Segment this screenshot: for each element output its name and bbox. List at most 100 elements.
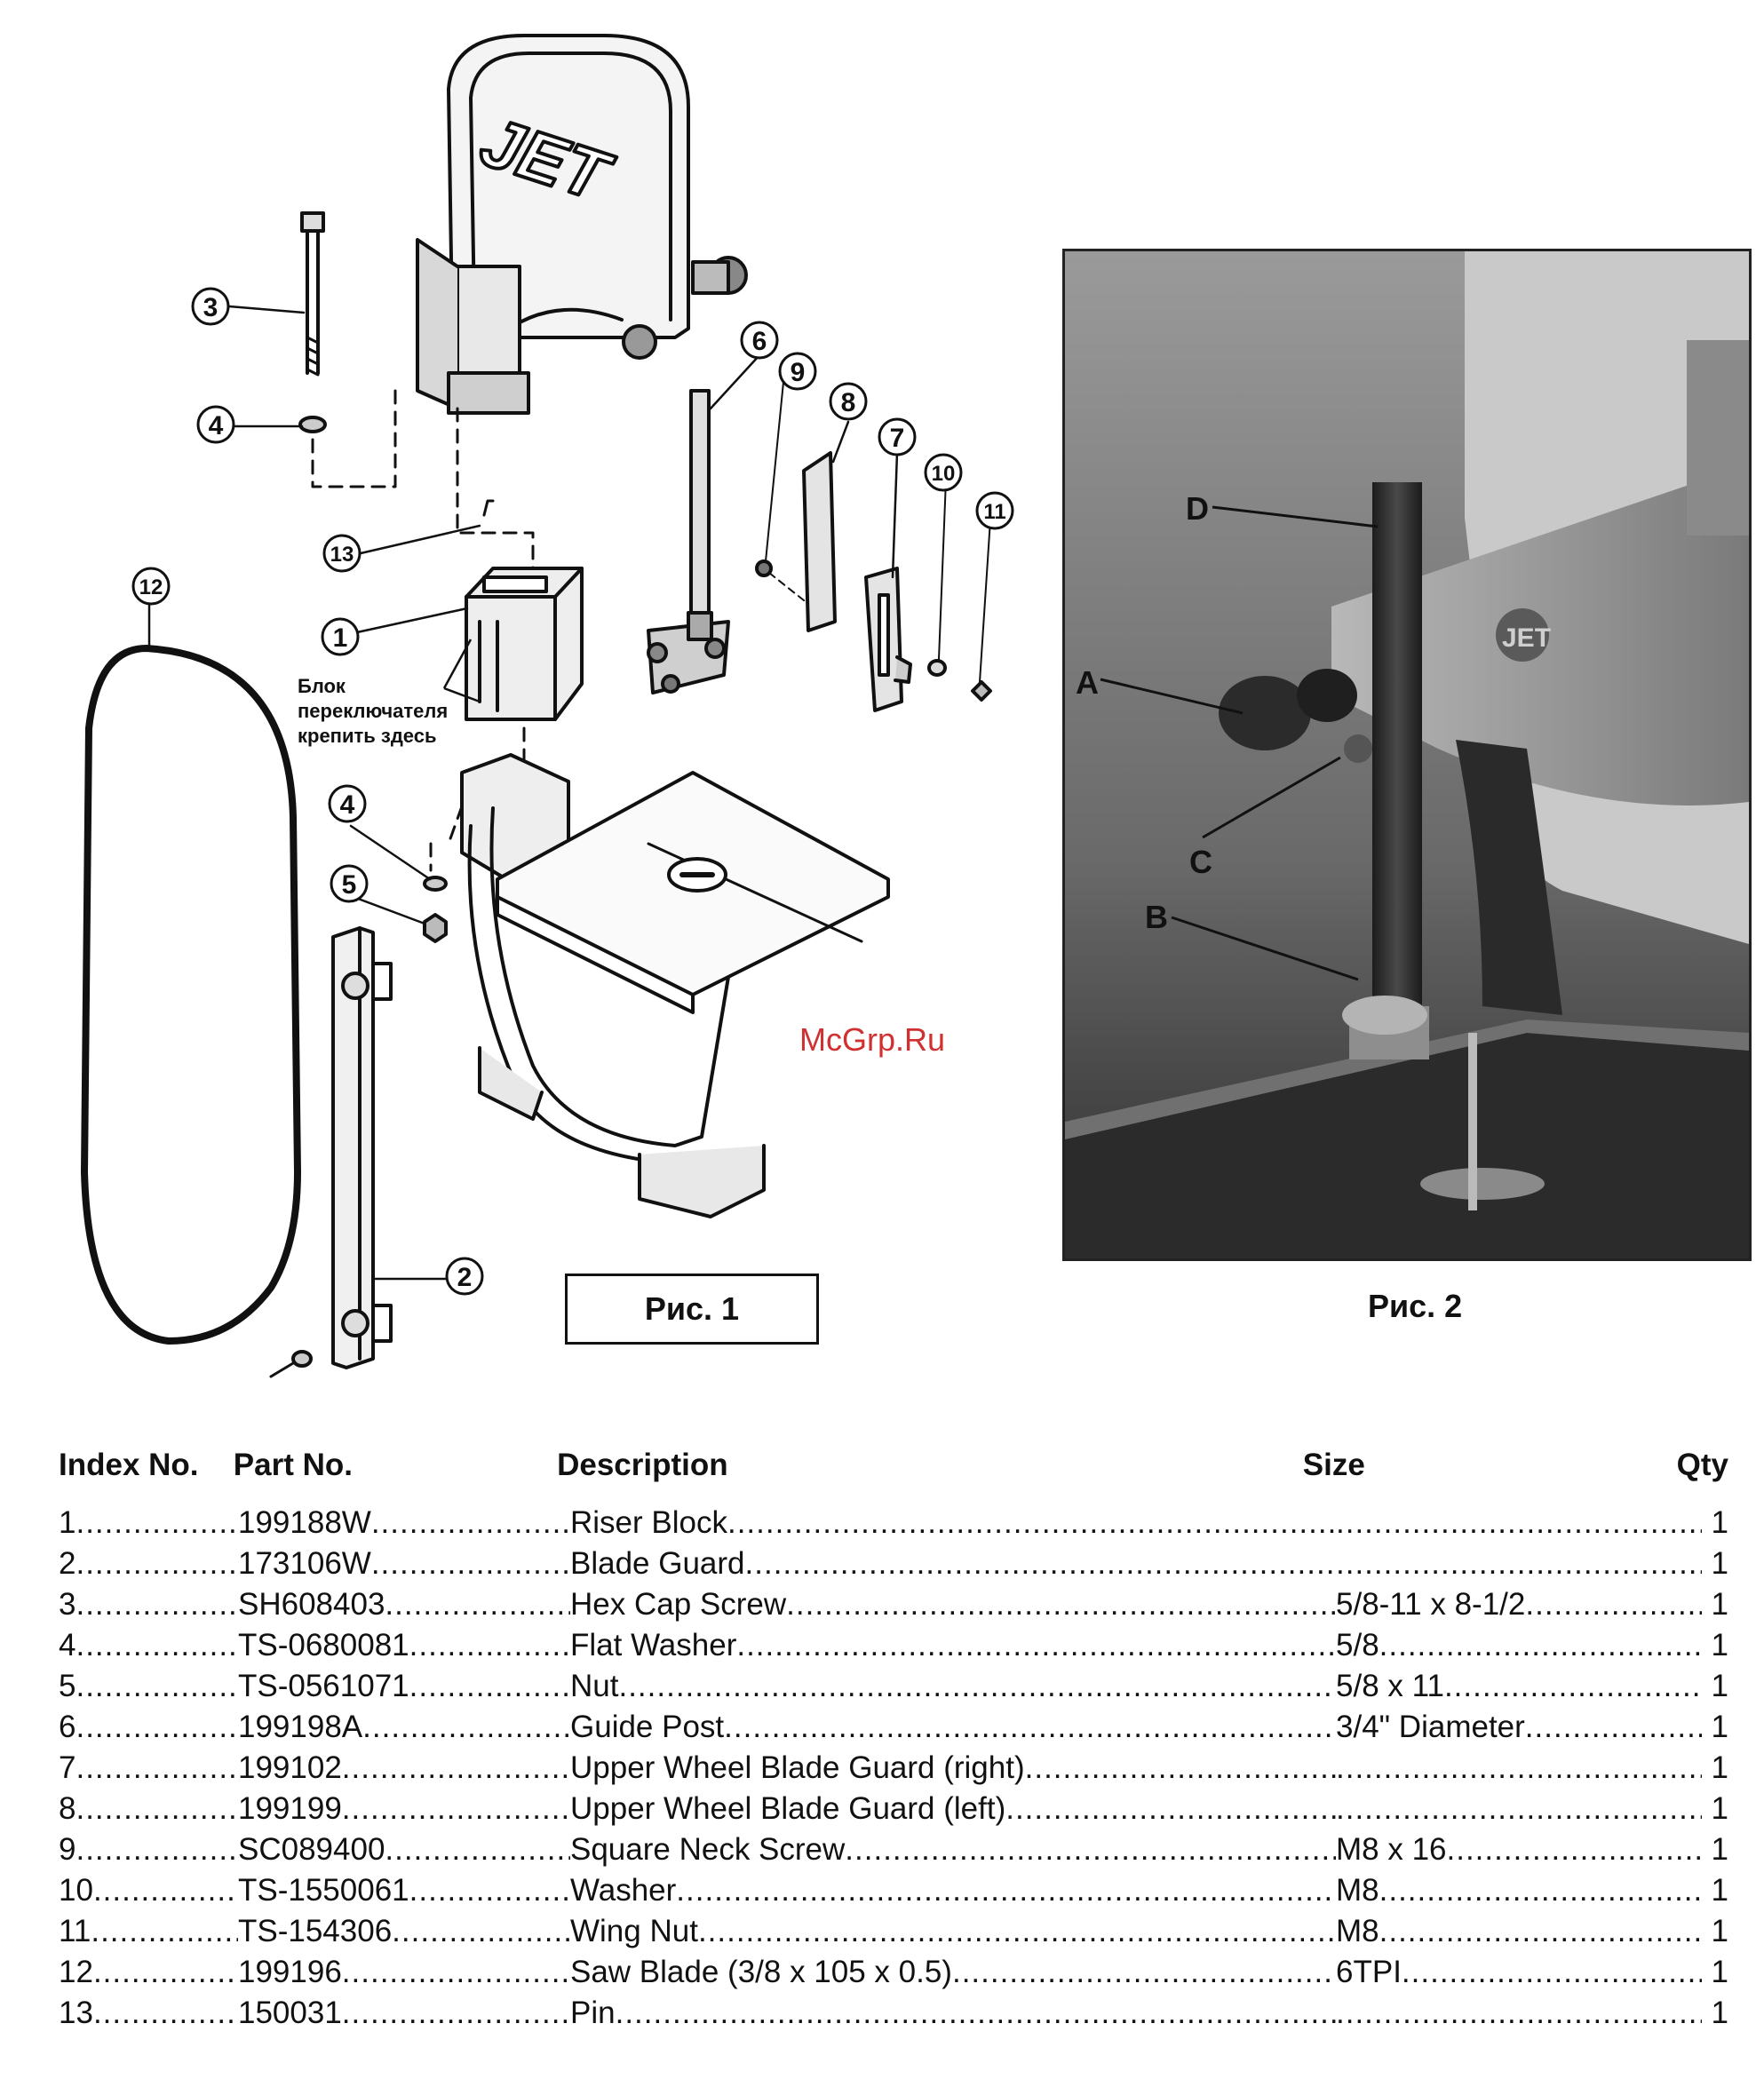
row-part-number: TS-0680081..............................… <box>238 1628 570 1662</box>
callout-label-1: 1 <box>333 623 348 653</box>
saw-table <box>1065 1033 1749 1258</box>
table-row: 7.......................................… <box>59 1748 1728 1789</box>
row-size: M8......................................… <box>1336 1914 1702 1948</box>
row-qty: 1 <box>1711 1587 1728 1622</box>
table-row: 13......................................… <box>59 1993 1728 2034</box>
callout-label-7: 7 <box>890 424 905 453</box>
row-size: ........................................… <box>1336 1505 1702 1540</box>
row-description: Nut.....................................… <box>570 1669 1336 1703</box>
row-qty: 1 <box>1711 1873 1728 1908</box>
row-description: Square Neck Screw.......................… <box>570 1832 1336 1867</box>
callout-3 <box>191 287 230 326</box>
switch-mount-note: Блок переключателя крепить здесь <box>298 675 448 747</box>
row-description: Hex Cap Screw...........................… <box>570 1587 1336 1622</box>
part-4-flat-washer-lower <box>423 876 448 892</box>
row-index: 3.......................................… <box>59 1587 238 1622</box>
row-qty: 1 <box>1711 1669 1728 1703</box>
figure-2-caption: Рис. 2 <box>1368 1288 1463 1324</box>
parts-table-header: Index No. Part No. Description Size Qty <box>59 1439 1728 1492</box>
table-row: 5.......................................… <box>59 1666 1728 1707</box>
row-index: 12......................................… <box>59 1955 238 1989</box>
row-qty: 1 <box>1711 1628 1728 1662</box>
guide-knob-a <box>1219 676 1311 750</box>
part-12-saw-blade <box>81 645 301 1345</box>
table-row: 2.......................................… <box>59 1543 1728 1584</box>
row-index: 4.......................................… <box>59 1628 238 1662</box>
row-index: 7.......................................… <box>59 1750 238 1785</box>
callout-label-5: 5 <box>342 870 357 900</box>
row-qty: 1 <box>1711 1955 1728 1989</box>
table-row: 12......................................… <box>59 1952 1728 1993</box>
row-index: 1.......................................… <box>59 1505 238 1540</box>
row-size: ........................................… <box>1336 1791 1702 1826</box>
row-size: ........................................… <box>1336 1996 1702 2030</box>
row-part-number: SC089400................................… <box>238 1832 570 1867</box>
callout-label-3: 3 <box>203 293 219 322</box>
callout-9 <box>778 352 817 391</box>
photo-label-d: D <box>1186 490 1209 527</box>
part-9-square-neck-screw <box>755 363 809 605</box>
row-qty: 1 <box>1711 1832 1728 1867</box>
callout-circles <box>131 287 1014 1296</box>
part-7-blade-guard-right <box>864 567 912 712</box>
part-1-riser-block <box>465 567 584 721</box>
row-description: Riser Block.............................… <box>570 1505 1336 1540</box>
row-index: 10......................................… <box>59 1873 238 1908</box>
row-size: 5/8.....................................… <box>1336 1628 1702 1662</box>
callout-label-9: 9 <box>791 358 806 387</box>
part-11-wing-nut <box>971 680 992 702</box>
row-part-number: 199102..................................… <box>238 1750 570 1785</box>
svg-text:крепить здесь: крепить здесь <box>298 725 437 747</box>
part-2-blade-guard <box>269 926 393 1378</box>
part-5-nut <box>423 913 448 943</box>
row-index: 5.......................................… <box>59 1669 238 1703</box>
row-index: 6.......................................… <box>59 1710 238 1744</box>
row-part-number: 173106W.................................… <box>238 1546 570 1581</box>
row-part-number: TS-0561071..............................… <box>238 1669 570 1703</box>
callout-7 <box>878 417 917 456</box>
upper-arm-housing <box>416 34 748 415</box>
row-part-number: TS-1550061..............................… <box>238 1873 570 1908</box>
row-part-number: 150031..................................… <box>238 1996 570 2030</box>
lower-frame-and-table <box>460 753 890 1218</box>
row-qty: 1 <box>1711 1914 1728 1948</box>
row-index: 2.......................................… <box>59 1546 238 1581</box>
row-size: ........................................… <box>1336 1750 1702 1785</box>
photo-label-c: C <box>1189 844 1212 880</box>
row-description: Saw Blade (3/8 x 105 x 0.5).............… <box>570 1955 1336 1989</box>
table-row: 4.......................................… <box>59 1625 1728 1666</box>
callout-label-13: 13 <box>330 543 354 567</box>
header-qty: Qty <box>1676 1448 1728 1482</box>
row-description: Upper Wheel Blade Guard (left)..........… <box>570 1791 1336 1826</box>
photo-label-a: A <box>1076 664 1099 701</box>
callout-label-10: 10 <box>932 462 956 486</box>
callout-11 <box>975 491 1014 530</box>
part-4-flat-washer-top <box>298 416 327 433</box>
table-row: 9.......................................… <box>59 1829 1728 1870</box>
part-3-hex-cap-screw <box>300 211 325 377</box>
table-row: 10......................................… <box>59 1870 1728 1911</box>
row-qty: 1 <box>1711 1750 1728 1785</box>
row-part-number: 199188W.................................… <box>238 1505 570 1540</box>
row-description: Wing Nut................................… <box>570 1914 1336 1948</box>
photo-illustration: JET D A C B <box>1065 251 1749 1258</box>
row-size: M8 x 16.................................… <box>1336 1832 1702 1867</box>
callout-label-8: 8 <box>841 388 856 417</box>
row-index: 8.......................................… <box>59 1791 238 1826</box>
row-description: Upper Wheel Blade Guard (right).........… <box>570 1750 1336 1785</box>
guide-post-photo: JET D A C B <box>1062 249 1752 1261</box>
row-part-number: TS-154306...............................… <box>238 1914 570 1948</box>
header-size: Size <box>1302 1448 1365 1482</box>
row-part-number: 199199..................................… <box>238 1791 570 1826</box>
table-row: 6.......................................… <box>59 1707 1728 1748</box>
callout-label-4: 4 <box>209 411 224 440</box>
table-row: 3.......................................… <box>59 1584 1728 1625</box>
callout-4 <box>196 405 235 444</box>
row-qty: 1 <box>1711 1996 1728 2030</box>
callout-10 <box>924 453 963 492</box>
photo-jet-logo: JET <box>1502 623 1551 653</box>
row-index: 11......................................… <box>59 1914 238 1948</box>
parts-list-table: Index No. Part No. Description Size Qty … <box>59 1439 1728 2034</box>
row-size: 3/4" Diameter...........................… <box>1336 1710 1702 1744</box>
header-part: Part No. <box>233 1448 353 1482</box>
